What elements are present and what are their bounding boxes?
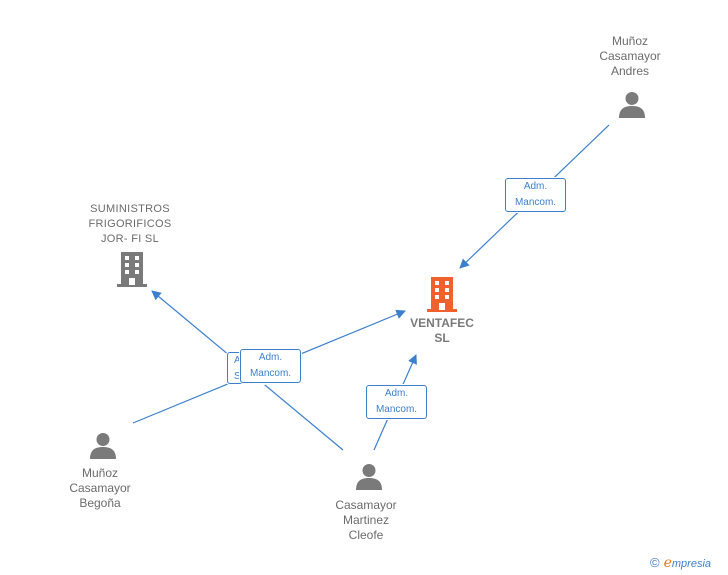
person-icon[interactable]: [88, 431, 118, 461]
edge-label-cleofe-ventafec[interactable]: Adm. Mancom.: [366, 385, 427, 419]
edge-label-begona-ventafec[interactable]: Adm. Mancom.: [240, 349, 301, 383]
building-icon[interactable]: [426, 276, 458, 312]
building-icon[interactable]: [116, 251, 148, 287]
node-label-munoz-andres[interactable]: Muñoz Casamayor Andres: [599, 34, 661, 78]
node-label-munoz-begona[interactable]: Muñoz Casamayor Begoña: [69, 466, 131, 510]
copyright-symbol: ©: [650, 555, 660, 570]
brand-initial: e: [663, 555, 672, 571]
brand-name: mpresia: [671, 558, 712, 570]
edge-label-andres-ventafec[interactable]: Adm. Mancom.: [505, 178, 566, 212]
person-icon[interactable]: [354, 462, 384, 492]
brand-logo: ©empresia: [650, 555, 711, 571]
node-label-casamayor-cleofe[interactable]: Casamayor Martinez Cleofe: [335, 498, 397, 542]
person-icon[interactable]: [617, 90, 647, 120]
node-label-ventafec[interactable]: VENTAFEC SL: [410, 316, 474, 345]
node-label-suministros[interactable]: SUMINISTROS FRIGORIFICOS JOR- FI SL: [88, 203, 172, 245]
